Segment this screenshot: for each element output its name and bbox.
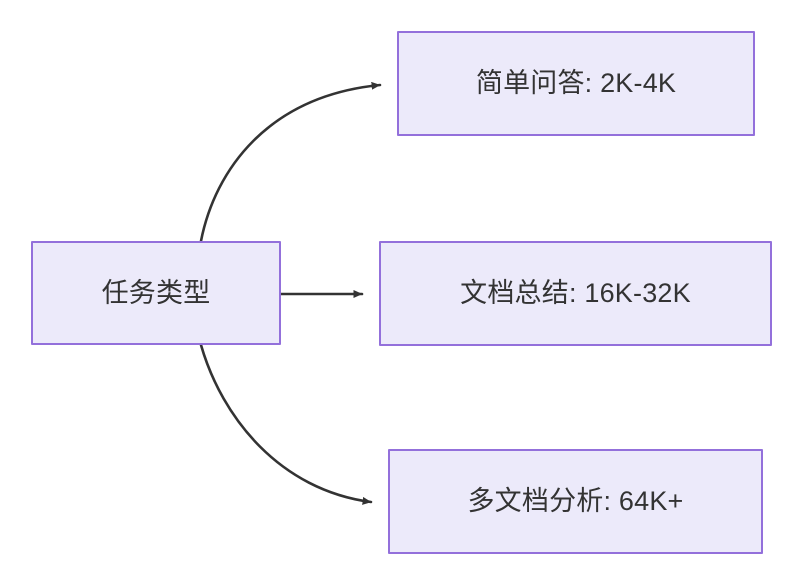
- node-multi-doc-analysis-label: 多文档分析: 64K+: [467, 486, 684, 517]
- node-simple-qa-label: 简单问答: 2K-4K: [475, 68, 677, 99]
- node-doc-summary-label: 文档总结: 16K-32K: [460, 278, 691, 309]
- node-task-type[interactable]: 任务类型: [31, 241, 281, 345]
- edge-task-type-to-simple-qa: [199, 81, 382, 243]
- node-doc-summary[interactable]: 文档总结: 16K-32K: [379, 241, 772, 346]
- edge-task-type-to-multi-doc-analysis: [199, 343, 373, 505]
- node-task-type-label: 任务类型: [101, 277, 211, 308]
- node-multi-doc-analysis[interactable]: 多文档分析: 64K+: [388, 449, 763, 554]
- node-simple-qa[interactable]: 简单问答: 2K-4K: [397, 31, 755, 136]
